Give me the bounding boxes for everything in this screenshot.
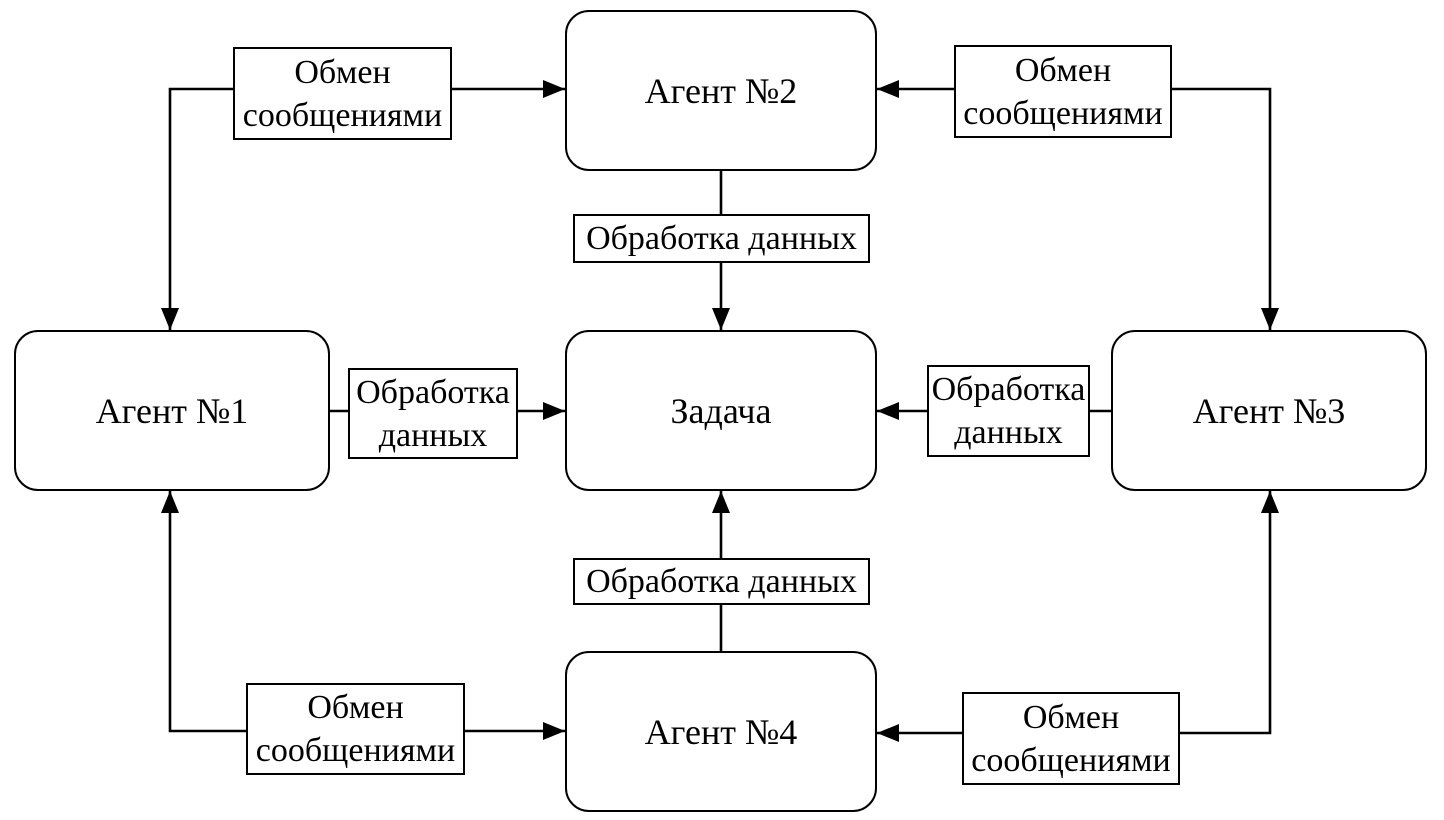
edge-label-line: сообщениями [963,94,1163,132]
edge-label-line: данных [378,416,488,454]
edge-label-processing-top: Обработка данных [573,214,870,263]
edge-label-line: Обработка данных [586,220,857,257]
edge-label-line: Обработка данных [586,563,857,600]
node-task: Задача [565,330,877,491]
arrowhead-into-task-top [712,308,730,330]
edge-label-line: сообщениями [255,732,456,769]
arrowhead-into-agent2-right [877,80,899,98]
edge-label-processing-left: Обработка данных [348,368,518,459]
node-agent-1-label: Агент №1 [95,390,249,431]
node-agent-3-label: Агент №3 [1192,390,1346,431]
arrowhead-into-agent1-top [161,308,179,330]
edge-label-exchange-top-left: Обмен сообщениями [233,47,452,140]
edge-label-line: Обмен [294,53,391,91]
node-agent-2: Агент №2 [565,10,877,171]
node-task-label: Задача [670,390,772,431]
edge-label-line: Обработка [356,373,510,411]
node-agent-2-label: Агент №2 [644,70,798,111]
edge-label-line: Обработка [931,371,1086,408]
arrowhead-into-task-left [543,402,565,420]
node-agent-4: Агент №4 [565,651,877,812]
edge-label-line: сообщениями [971,741,1171,779]
edge-label-line: данных [954,414,1063,451]
arrowhead-into-agent4-left [543,722,565,740]
edge-label-line: Обмен [1014,51,1112,89]
arrowhead-into-agent3-bottom [1261,491,1279,513]
node-agent-3: Агент №3 [1111,330,1427,491]
edge-label-exchange-bottom-right: Обмен сообщениями [962,692,1180,785]
node-agent-4-label: Агент №4 [644,711,798,752]
edge-label-processing-bottom: Обработка данных [573,558,870,605]
arrowhead-into-agent1-bottom [161,491,179,513]
edge-label-line: Обмен [307,689,404,726]
edge-label-exchange-top-right: Обмен сообщениями [954,45,1172,138]
node-agent-1: Агент №1 [14,330,330,491]
arrowhead-into-agent2-left [543,80,565,98]
arrowhead-into-task-bottom [712,491,730,513]
edge-label-line: сообщениями [242,96,443,134]
arrowhead-into-task-right [877,402,899,420]
arrowhead-into-agent3-top [1261,308,1279,330]
edge-label-processing-right: Обработка данных [927,365,1090,457]
edge-label-line: Обмен [1022,698,1120,736]
arrowhead-into-agent4-right [877,724,899,742]
edge-label-exchange-bottom-left: Обмен сообщениями [246,683,465,775]
